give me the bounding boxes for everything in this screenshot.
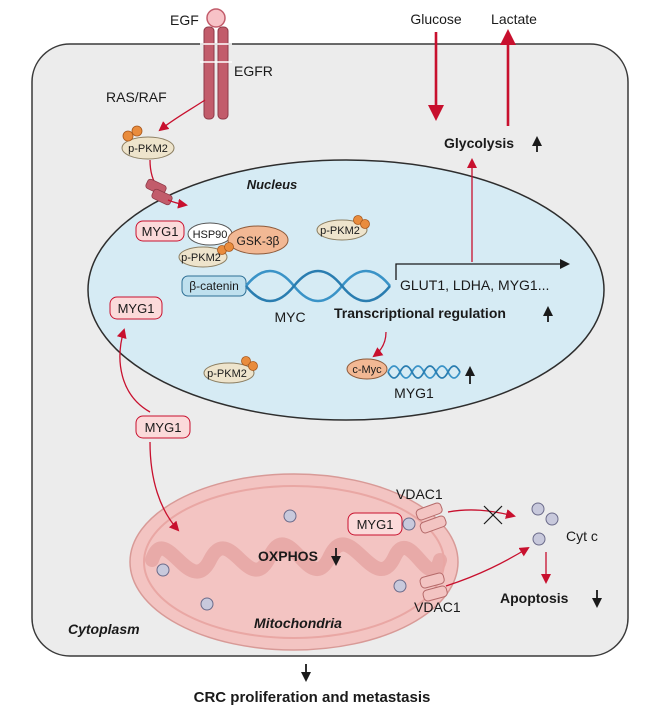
myg1-nuclear-label: MYG1 <box>142 224 179 239</box>
arrow-myg1-to-mitochondria <box>149 441 180 532</box>
cmyc-protein: c-Myc <box>346 358 388 380</box>
myg1-gene-helix <box>387 365 461 379</box>
myc-gene-label: MYC <box>274 309 305 325</box>
egf-ligand <box>206 8 226 28</box>
oxphos-label: OXPHOS <box>258 548 318 564</box>
lactate-label: Lactate <box>491 11 537 27</box>
cyt-c-released <box>531 502 559 546</box>
glucose-label: Glucose <box>410 11 462 27</box>
gsk3b-protein: GSK-3β <box>227 225 289 255</box>
glycolysis-label: Glycolysis <box>444 135 514 151</box>
transcription-start-arrow <box>395 259 570 280</box>
arrow-vdac1-to-cytc <box>445 546 530 587</box>
ppkm2-nucleus-bottom-label: p-PKM2 <box>207 368 247 380</box>
myg1-mito-label: MYG1 <box>357 517 394 532</box>
inhibition-cross <box>483 505 503 525</box>
arrow-ras-to-pkm2 <box>158 99 206 132</box>
vdac1-channel-bottom <box>419 572 448 602</box>
ppkm2-cyto-label: p-PKM2 <box>128 143 168 155</box>
hsp90-protein: HSP90 <box>187 222 233 246</box>
hsp90-label: HSP90 <box>193 229 228 241</box>
gsk3b-label: GSK-3β <box>237 234 280 248</box>
ppkm2-nucleus-top-label: p-PKM2 <box>320 225 360 237</box>
ppkm2-complex: p-PKM2 <box>178 242 234 268</box>
nucleus-label: Nucleus <box>247 177 298 192</box>
myc-dna-helix <box>244 269 392 303</box>
beta-catenin-label: β-catenin <box>189 279 239 293</box>
arrow-myg1-to-nucleus <box>116 328 151 413</box>
ppkm2-complex-label: p-PKM2 <box>181 252 221 264</box>
beta-catenin: β-catenin <box>181 275 247 297</box>
myg1-gene-label: MYG1 <box>394 385 434 401</box>
cyt-c-label: Cyt c <box>566 528 598 544</box>
transcriptional-regulation-label: Transcriptional regulation <box>334 305 506 321</box>
cytoplasm-label: Cytoplasm <box>68 621 140 637</box>
egfr-label: EGFR <box>234 63 273 79</box>
mitochondria-label: Mitochondria <box>254 615 342 631</box>
cmyc-label: c-Myc <box>352 364 382 376</box>
vdac1-channel-top <box>415 502 447 534</box>
nuclear-pore <box>145 178 173 206</box>
myg1-cytoplasm: MYG1 <box>135 415 191 439</box>
vdac1-bottom-label: VDAC1 <box>414 599 461 615</box>
myg1-nuclear: MYG1 <box>135 220 185 242</box>
vdac1-top-label: VDAC1 <box>396 486 443 502</box>
myg1-cyto-label: MYG1 <box>145 420 182 435</box>
cyt-c-particles-mito <box>156 509 407 611</box>
apoptosis-label: Apoptosis <box>500 590 569 606</box>
egfr-receptor <box>200 26 232 120</box>
myg1-nucleus-left: MYG1 <box>109 296 163 320</box>
arrow-to-cmyc <box>372 331 387 358</box>
ppkm2-cytoplasm: p-PKM2 <box>121 125 175 160</box>
egf-label: EGF <box>170 12 199 28</box>
arrow-blocked-release <box>447 509 516 519</box>
target-genes-label: GLUT1, LDHA, MYG1... <box>400 277 549 293</box>
ras-raf-label: RAS/RAF <box>106 89 167 105</box>
ppkm2-nucleus-bottom: p-PKM2 <box>203 356 258 384</box>
outcome-label: CRC proliferation and metastasis <box>194 689 431 706</box>
ppkm2-nucleus-top: p-PKM2 <box>316 215 370 241</box>
myg1-mitochondria: MYG1 <box>347 512 416 536</box>
myg1-left-label: MYG1 <box>118 301 155 316</box>
